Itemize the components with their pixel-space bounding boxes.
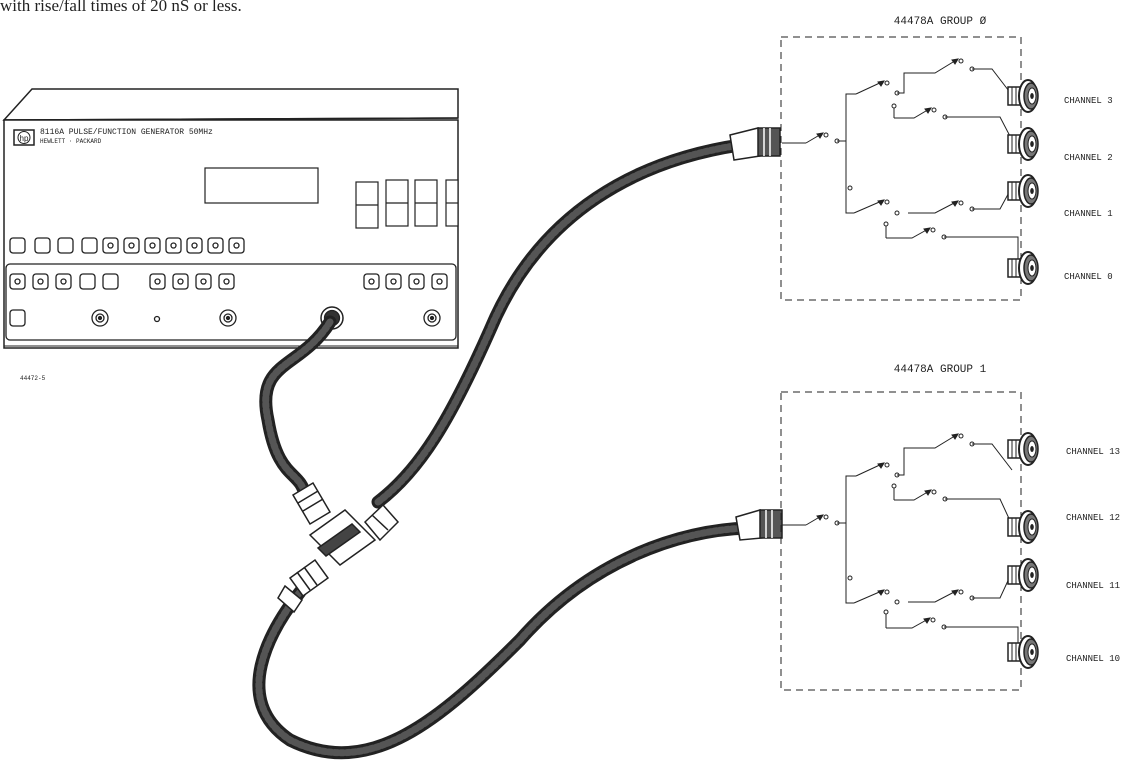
group-0-bnc-connectors: [1007, 79, 1039, 285]
channel-label: CHANNEL 3: [1064, 96, 1113, 106]
group-0-title: 44478A GROUP Ø: [894, 16, 987, 28]
group-1-bnc-connectors: [1007, 432, 1039, 669]
figure-caption: with rise/fall times of 20 nS or less.: [0, 0, 242, 15]
coax-cables: [252, 138, 755, 760]
pulse-function-generator: hp 8116A PULSE/FUNCTION GENERATOR 50MHz …: [2, 88, 459, 349]
figure-id-label: 44472-5: [20, 375, 46, 382]
group-1-title: 44478A GROUP 1: [894, 364, 987, 376]
lcd-display: [204, 167, 319, 204]
multiplexer-group-1: 44478A GROUP 1: [780, 364, 1120, 691]
cable-plug-group-1: [735, 509, 783, 541]
channel-label: CHANNEL 10: [1066, 654, 1120, 664]
hp-logo-text: hp: [20, 134, 29, 143]
generator-maker-label: HEWLETT · PACKARD: [40, 138, 102, 145]
multiplexer-group-0: 44478A GROUP Ø: [780, 16, 1113, 301]
channel-label: CHANNEL 0: [1064, 272, 1113, 282]
key-row-bottom: [9, 273, 448, 327]
hp-logo-icon: hp: [13, 129, 35, 146]
relay-switch-icon: [782, 433, 1019, 648]
relay-switch-icon: [782, 58, 1019, 262]
channel-label: CHANNEL 1: [1064, 209, 1113, 219]
generator-model-label: 8116A PULSE/FUNCTION GENERATOR 50MHz: [40, 128, 213, 137]
channel-label: CHANNEL 13: [1066, 447, 1120, 457]
caption-clip: with rise/fall times of 20 nS or less.: [0, 0, 420, 22]
bnc-tee-adapter-icon: [277, 481, 400, 614]
channel-label: CHANNEL 2: [1064, 153, 1113, 163]
key-row-top: [9, 237, 245, 254]
channel-label: CHANNEL 11: [1066, 581, 1120, 591]
cable-plug-group-0: [729, 127, 781, 161]
channel-label: CHANNEL 12: [1066, 513, 1120, 523]
digit-display: [355, 179, 459, 229]
